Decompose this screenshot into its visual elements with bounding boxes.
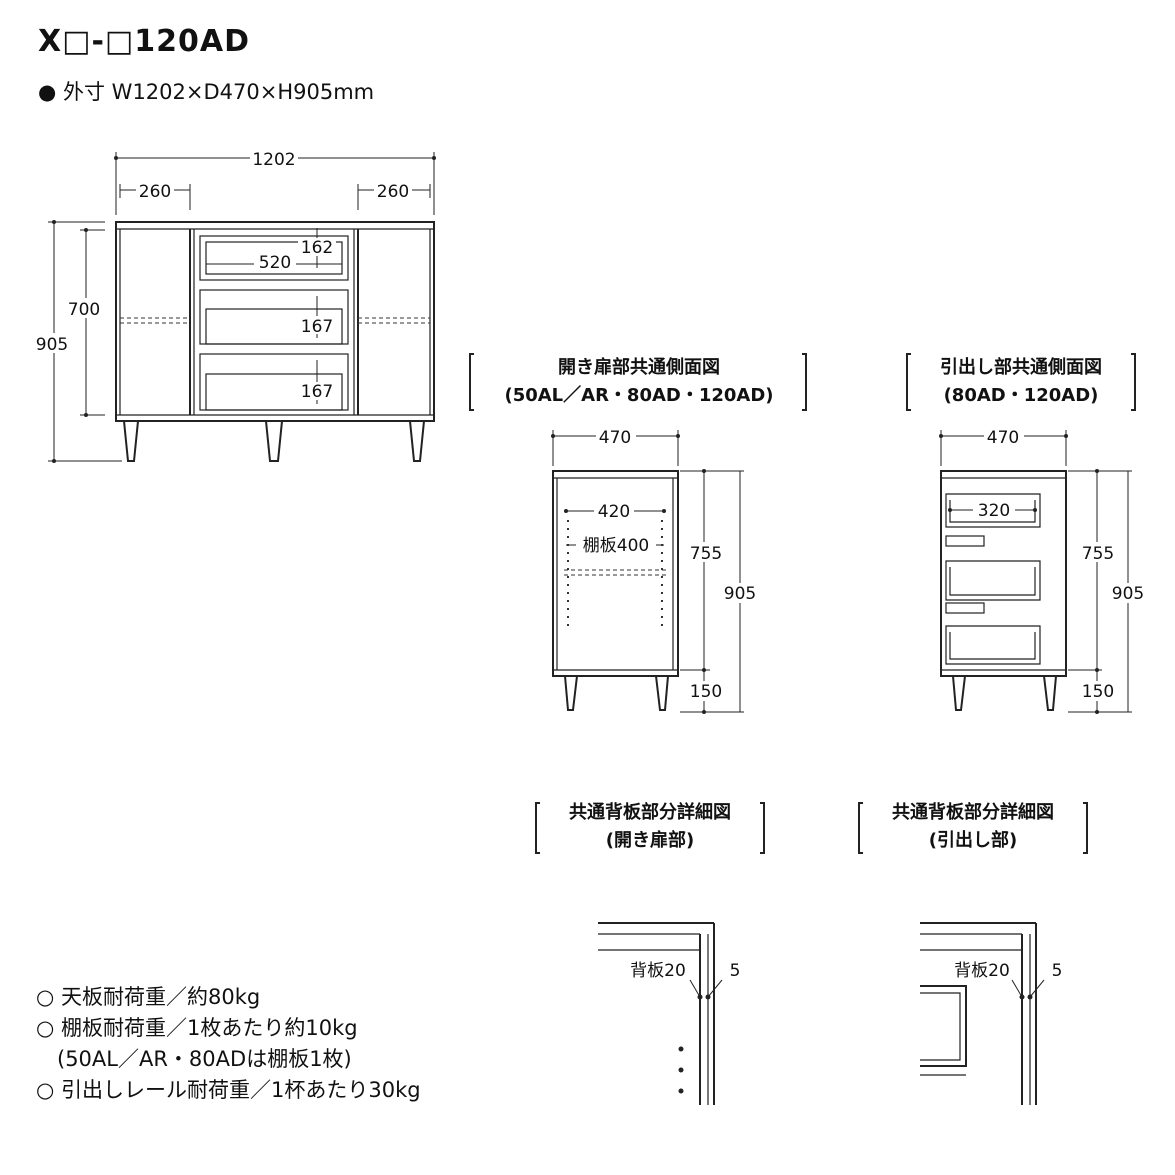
back-detail-door: 背板20 5 <box>535 802 765 1105</box>
dim-side-left: 260 <box>139 182 171 202</box>
section-title-back-drawer: 共通背板部分詳細図 (引出し部) <box>865 799 1081 855</box>
section-title-line2: (開き扉部) <box>605 830 695 851</box>
dim-h-leg-drawer: 150 <box>1082 682 1114 702</box>
dim-depth-drawer: 470 <box>987 428 1019 448</box>
dim-h-inner: 755 <box>690 544 722 564</box>
dim-width: 1202 <box>252 150 295 170</box>
back-detail-drawer: 背板20 5 <box>858 802 1088 1105</box>
spec-list: ○ 天板耐荷重／約80kg ○ 棚板耐荷重／1枚あたり約10kg (50AL／A… <box>36 982 421 1106</box>
section-title-side-door: 開き扉部共通側面図 (50AL／AR・80AD・120AD) <box>476 354 802 410</box>
dim-inner-depth: 420 <box>598 502 630 522</box>
section-title-line2: (引出し部) <box>928 830 1018 851</box>
dim-h-total: 905 <box>724 584 756 604</box>
dim-drawer-depth: 520 <box>259 253 291 273</box>
section-title-line1: 共通背板部分詳細図 <box>892 802 1054 823</box>
dim-h-leg: 150 <box>690 682 722 702</box>
section-title-side-drawer: 引出し部共通側面図 (80AD・120AD) <box>913 354 1129 410</box>
dim-drawer3: 167 <box>301 382 333 402</box>
spec-item: ○ 棚板耐荷重／1枚あたり約10kg <box>36 1016 358 1040</box>
gap-label-drawer: 5 <box>1052 961 1063 981</box>
dim-side-right: 260 <box>377 182 409 202</box>
back-label-door: 背板20 <box>630 961 686 981</box>
gap-label-door: 5 <box>730 961 741 981</box>
section-title-line1: 引出し部共通側面図 <box>940 357 1102 378</box>
section-title-line2: (50AL／AR・80AD・120AD) <box>504 385 774 406</box>
dim-h-inner-drawer: 755 <box>1082 544 1114 564</box>
section-title-line1: 開き扉部共通側面図 <box>558 357 720 378</box>
section-title-back-door: 共通背板部分詳細図 (開き扉部) <box>542 799 758 855</box>
section-title-line2: (80AD・120AD) <box>943 385 1099 406</box>
page-title: X□-□120AD <box>38 24 251 59</box>
dim-drawer-depth-side: 320 <box>978 501 1010 521</box>
dim-depth: 470 <box>599 428 631 448</box>
shelf-label: 棚板400 <box>583 536 649 556</box>
outer-dimensions: ● 外寸 W1202×D470×H905mm <box>38 80 375 104</box>
side-view-drawer: 470 320 755 150 <box>906 353 1148 714</box>
spec-item: ○ 引出しレール耐荷重／1杯あたり30kg <box>36 1078 421 1102</box>
spec-item: ○ 天板耐荷重／約80kg <box>36 985 261 1009</box>
dim-h-total-drawer: 905 <box>1112 584 1144 604</box>
dim-inner-height: 700 <box>68 300 100 320</box>
front-view: 1202 260 260 905 700 <box>34 148 436 463</box>
dim-drawer1: 162 <box>301 238 333 258</box>
back-label-drawer: 背板20 <box>954 961 1010 981</box>
dim-drawer2: 167 <box>301 317 333 337</box>
dim-height: 905 <box>36 335 68 355</box>
side-view-door: 470 420 棚板400 755 150 905 <box>469 353 807 714</box>
section-title-line1: 共通背板部分詳細図 <box>569 802 731 823</box>
spec-item: (50AL／AR・80ADは棚板1枚) <box>36 1047 352 1071</box>
